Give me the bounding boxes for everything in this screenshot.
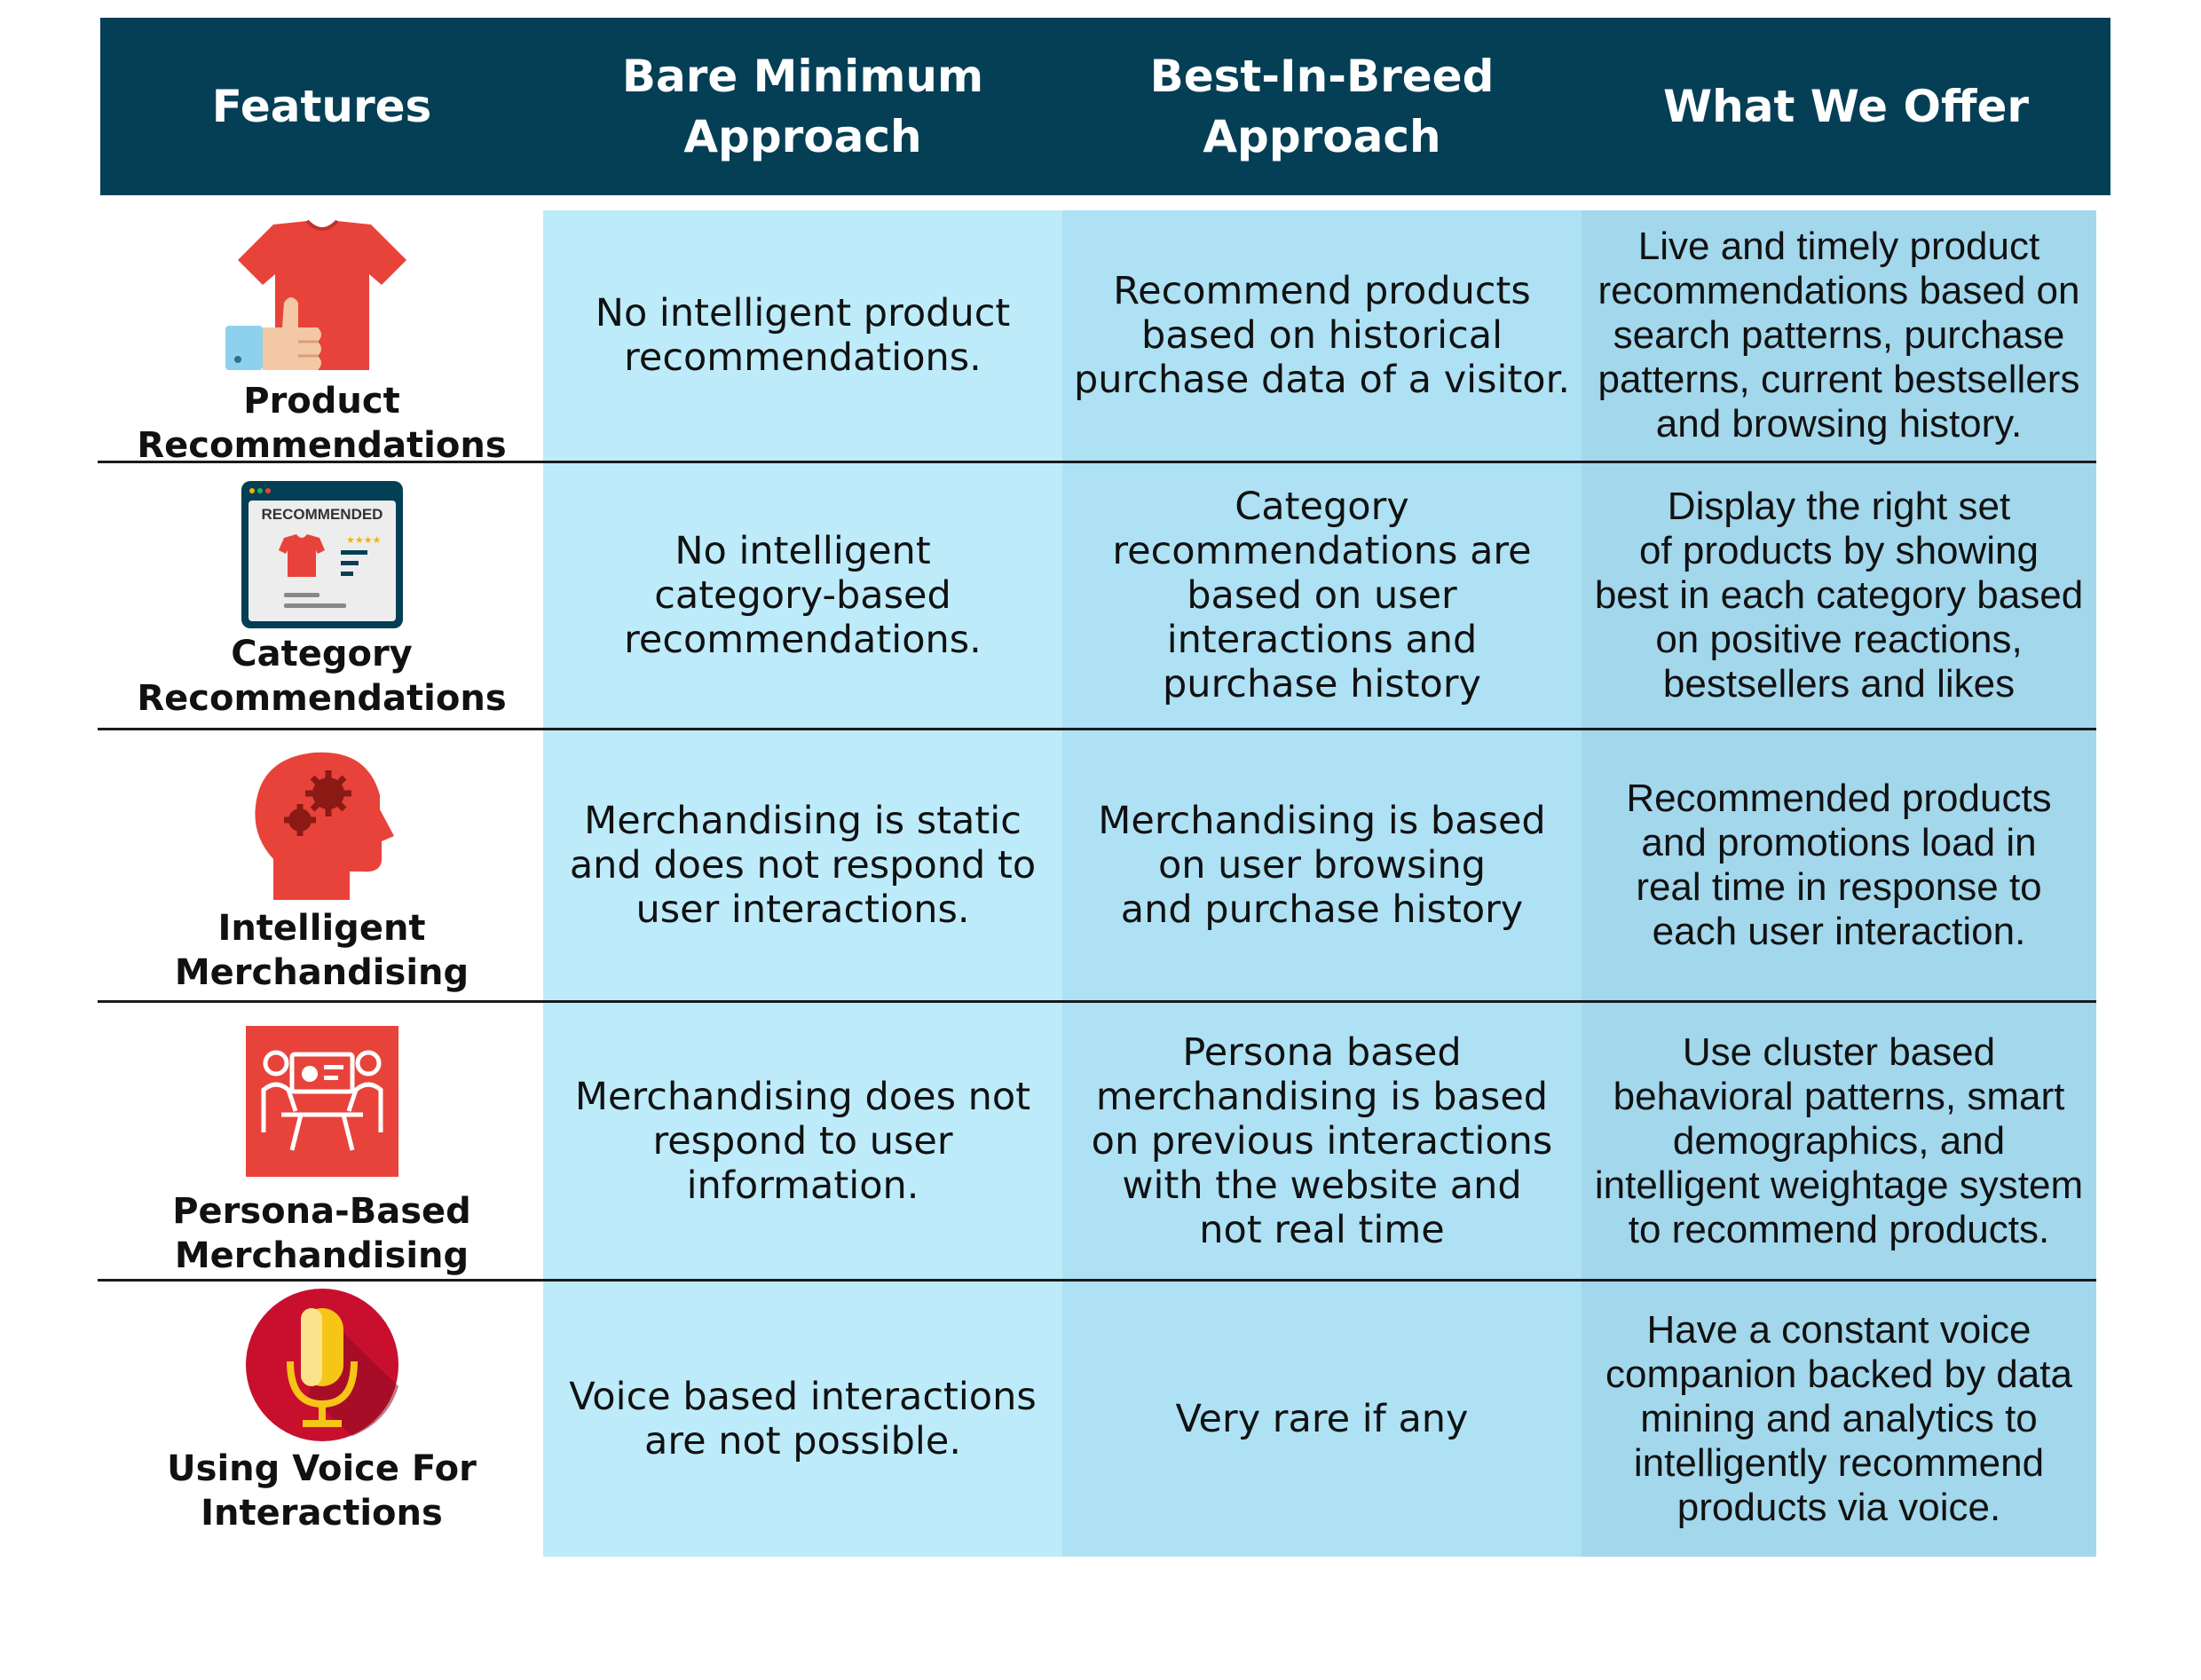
column-bare-minimum bbox=[543, 210, 1062, 1557]
cell-best-in-breed: Category recommendations are based on us… bbox=[1112, 485, 1532, 706]
feature-label: Persona-Based Merchandising bbox=[172, 1191, 471, 1276]
recommended-browser-icon: RECOMMENDED ★★★★ bbox=[241, 481, 403, 628]
header-bare-minimum: Bare Minimum Approach bbox=[621, 51, 984, 162]
row-divider bbox=[98, 1000, 2096, 1003]
table-header: Features Bare Minimum Approach Best-In-B… bbox=[100, 18, 2110, 195]
column-what-we-offer bbox=[1582, 210, 2096, 1557]
table-row: Intelligent Merchandising Merchandising … bbox=[0, 730, 2201, 1000]
cell-best-in-breed: Very rare if any bbox=[1175, 1397, 1469, 1441]
row-divider bbox=[98, 461, 2096, 463]
cell-what-we-offer: Live and timely product recommendations … bbox=[1598, 225, 2080, 446]
head-gears-icon bbox=[254, 752, 394, 900]
header-best-in-breed: Best-In-Breed Approach bbox=[1149, 51, 1495, 162]
cell-bare-minimum: Merchandising does not respond to user i… bbox=[574, 1074, 1031, 1208]
column-best-in-breed bbox=[1062, 210, 1582, 1557]
table-row: Using Voice For Interactions Voice based… bbox=[0, 1282, 2201, 1557]
feature-cell: Persona-Based Merchandising bbox=[100, 1003, 543, 1279]
cell-best-in-breed: Persona based merchandising is based on … bbox=[1091, 1029, 1553, 1252]
cell-bare-minimum: No intelligent category-based recommenda… bbox=[624, 529, 982, 662]
tshirt-thumbs-up-icon bbox=[225, 219, 406, 370]
cell-bare-minimum: No intelligent product recommendations. bbox=[595, 291, 1011, 380]
presentation-meeting-icon bbox=[245, 1026, 398, 1177]
feature-cell: RECOMMENDED ★★★★ Category Recommendation… bbox=[100, 463, 543, 728]
table-row: RECOMMENDED ★★★★ Category Recommendation… bbox=[0, 463, 2201, 728]
feature-label: Category Recommendations bbox=[137, 634, 507, 719]
cell-what-we-offer: Have a constant voice companion backed b… bbox=[1605, 1308, 2072, 1529]
feature-label: Intelligent Merchandising bbox=[174, 908, 469, 993]
cell-bare-minimum: Merchandising is static and does not res… bbox=[569, 799, 1037, 932]
feature-label: Product Recommendations bbox=[137, 381, 507, 466]
svg-text:★★★★: ★★★★ bbox=[346, 534, 382, 546]
cell-what-we-offer: Use cluster based behavioral patterns, s… bbox=[1594, 1029, 2084, 1251]
table-row: Product Recommendations No intelligent p… bbox=[0, 210, 2201, 466]
row-divider bbox=[98, 728, 2096, 730]
feature-cell: Using Voice For Interactions bbox=[100, 1282, 543, 1557]
header-features: Features bbox=[211, 81, 432, 132]
feature-cell: Intelligent Merchandising bbox=[100, 730, 543, 1000]
cell-best-in-breed: Merchandising is based on user browsing … bbox=[1098, 799, 1546, 932]
cell-best-in-breed: Recommend products based on historical p… bbox=[1073, 269, 1571, 402]
row-divider bbox=[98, 1279, 2096, 1282]
cell-what-we-offer: Display the right set of products by sho… bbox=[1594, 485, 2084, 706]
icon-text: RECOMMENDED bbox=[261, 506, 383, 523]
cell-bare-minimum: Voice based interactions are not possibl… bbox=[569, 1375, 1037, 1463]
microphone-icon bbox=[245, 1289, 398, 1441]
feature-label: Using Voice For Interactions bbox=[167, 1448, 477, 1534]
header-what-we-offer: What We Offer bbox=[1662, 81, 2030, 132]
feature-cell: Product Recommendations bbox=[100, 210, 543, 466]
cell-what-we-offer: Recommended products and promotions load… bbox=[1626, 777, 2052, 953]
table-row: Persona-Based Merchandising Merchandisin… bbox=[0, 1003, 2201, 1279]
